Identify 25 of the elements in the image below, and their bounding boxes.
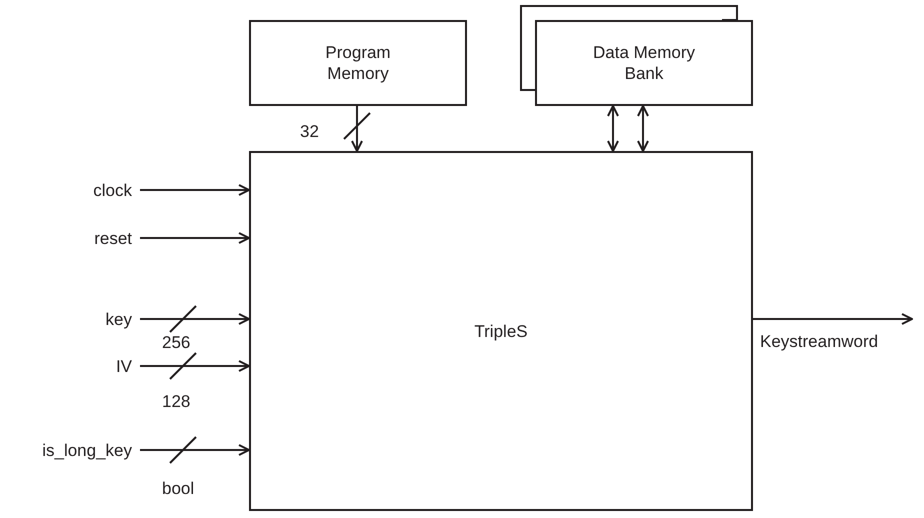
signal-name: key xyxy=(106,308,132,330)
bus-width-label: 128 xyxy=(162,392,190,412)
bus-width-label: 32 xyxy=(300,122,319,142)
arrow xyxy=(753,313,913,325)
bus-width-label: 256 xyxy=(162,333,190,353)
signal-name: IV xyxy=(116,356,132,376)
arrow xyxy=(140,232,250,244)
block-box xyxy=(249,151,753,511)
block-box xyxy=(535,20,753,106)
block-label: TripleS xyxy=(474,320,528,342)
arrow xyxy=(607,105,619,152)
arrow xyxy=(351,106,363,152)
arrow xyxy=(140,313,250,325)
signal-name: is_long_key xyxy=(42,440,132,460)
block-label: Data Memory Bank xyxy=(592,42,696,84)
signal-name: clock xyxy=(93,180,132,200)
block-box xyxy=(249,20,467,106)
arrow xyxy=(140,184,250,196)
arrow xyxy=(140,360,250,372)
output-signal-name: Keystreamword xyxy=(760,332,878,352)
block-label: Program Memory xyxy=(324,42,392,84)
bus-width-label: bool xyxy=(162,479,194,499)
signal-name: reset xyxy=(94,228,132,248)
arrow xyxy=(140,444,250,456)
arrow xyxy=(637,105,649,152)
